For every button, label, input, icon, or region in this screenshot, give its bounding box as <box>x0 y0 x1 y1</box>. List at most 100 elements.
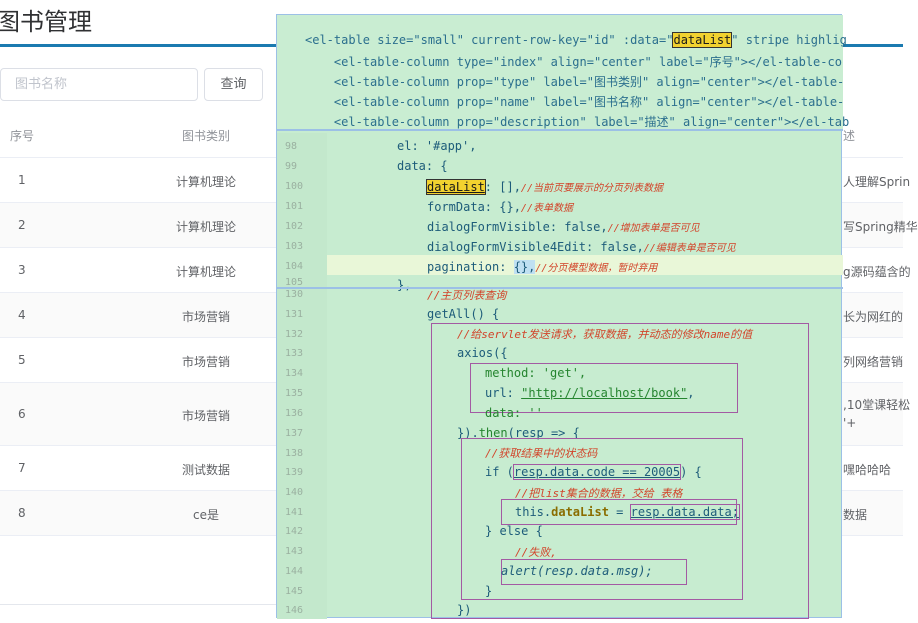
row-description-line2: '+ <box>843 416 857 430</box>
code-line-132: //给servlet发送请求，获取数据，并动态的修改name的值 <box>457 328 753 341</box>
line-number: 141 <box>285 507 304 518</box>
line-number: 133 <box>285 348 304 359</box>
row-index: 8 <box>18 506 26 520</box>
book-name-search-input[interactable]: 图书名称 <box>0 68 198 101</box>
page-title: 图书管理 <box>0 8 92 36</box>
template-line-4: <el-table-column prop="name" label="图书名称… <box>305 95 845 109</box>
code-line-105: }, <box>397 278 412 292</box>
code-line-100-b: : [], <box>484 180 521 194</box>
line-number: 102 <box>285 221 304 232</box>
row-type: 计算机理论 <box>175 220 236 234</box>
datalist-highlight-2: dataList <box>426 179 486 195</box>
query-button[interactable]: 查询 <box>204 68 263 101</box>
line-number: 100 <box>285 181 304 192</box>
row-index: 3 <box>18 263 26 277</box>
row-description: g源码蕴含的 <box>843 265 911 279</box>
template-line-1: <el-table size="small" current-row-key="… <box>305 32 847 48</box>
row-type: 计算机理论 <box>175 175 236 189</box>
row-description: ,10堂课轻松 <box>843 398 911 412</box>
line-number: 98 <box>285 141 298 152</box>
header-description: 述 <box>843 129 856 143</box>
line-number: 101 <box>285 201 304 212</box>
line-number: 138 <box>285 448 304 459</box>
row-index: 4 <box>18 308 26 322</box>
code-line-142: } else { <box>485 524 543 538</box>
code-line-137: }).then(resp => { <box>457 426 580 440</box>
code-line-103: dialogFormVisible4Edit: false,//编辑表单是否可见 <box>427 239 736 254</box>
header-type: 图书类别 <box>181 129 230 143</box>
template-line-1-b: " stripe highlig <box>731 33 847 47</box>
resp-data-data: resp.data.data; <box>629 504 740 520</box>
row-type: 市场营销 <box>181 355 230 369</box>
line-number: 146 <box>285 605 304 616</box>
code-line-99: data: { <box>397 159 448 173</box>
code-line-131: getAll() { <box>427 307 500 321</box>
row-type: 计算机理论 <box>175 265 236 279</box>
code-line-141-a: this. <box>515 505 552 519</box>
status-code-condition: resp.data.code == 20005 <box>512 464 682 480</box>
code-line-101-a: formData: {}, <box>427 200 521 214</box>
code-comment: //分页模型数据，暂时弃用 <box>535 263 658 274</box>
row-description: 数据 <box>843 508 868 522</box>
line-number: 132 <box>285 329 304 340</box>
template-line-2: <el-table-column type="index" align="cen… <box>305 55 842 69</box>
code-line-100: dataList: [],//当前页要展示的分页列表数据 <box>426 179 663 195</box>
row-type: 市场营销 <box>181 409 230 423</box>
code-line-103-a: dialogFormVisible4Edit: false, <box>427 240 644 254</box>
code-line-135: url: "http://localhost/book", <box>485 386 695 400</box>
code-line-137-c: (resp => { <box>507 426 580 440</box>
line-number: 143 <box>285 546 304 557</box>
line-number: 145 <box>285 586 304 597</box>
code-comment: //当前页要展示的分页列表数据 <box>520 183 663 194</box>
current-line-highlight <box>327 255 843 275</box>
code-line-135-a: url: <box>485 386 522 400</box>
line-number: 134 <box>285 368 304 379</box>
row-description: 列网络营销 <box>843 355 904 369</box>
row-description: 长为网红的 <box>843 310 904 324</box>
code-line-102-a: dialogFormVisible: false, <box>427 220 608 234</box>
code-line-140: //把list集合的数据，交给 表格 <box>515 487 683 500</box>
then-keyword: then <box>478 426 508 440</box>
row-description: 人理解Sprin <box>843 175 911 189</box>
code-line-138: //获取结果中的状态码 <box>485 447 598 460</box>
title-divider <box>0 44 280 47</box>
code-line-141: this.dataList = resp.data.data; <box>515 504 740 520</box>
row-type: 市场营销 <box>181 310 230 324</box>
header-index: 序号 <box>10 129 35 143</box>
brace-match: {}, <box>513 260 536 274</box>
row-index: 2 <box>18 218 26 232</box>
line-number: 104 <box>285 261 304 272</box>
code-line-104-a: pagination: <box>427 260 514 274</box>
code-line-139-c: ) { <box>680 465 702 479</box>
row-type: 测试数据 <box>181 463 230 477</box>
code-comment: //增加表单是否可见 <box>607 223 700 234</box>
code-line-139: if (resp.data.code == 20005) { <box>485 464 702 480</box>
code-line-102: dialogFormVisible: false,//增加表单是否可见 <box>427 219 700 234</box>
code-line-145: } <box>485 584 493 598</box>
code-line-137-a: }). <box>457 426 479 440</box>
code-comment: //表单数据 <box>520 203 573 214</box>
line-number-gutter <box>277 133 327 619</box>
code-line-130: //主页列表查询 <box>427 289 507 302</box>
row-description: 嘿哈哈哈 <box>843 463 892 477</box>
code-line-144: alert(resp.data.msg); <box>501 564 653 578</box>
line-number: 135 <box>285 388 304 399</box>
getall-body-box <box>431 323 809 619</box>
datalist-ref: dataList <box>551 505 609 519</box>
line-number: 139 <box>285 467 304 478</box>
table-bottom-divider <box>0 604 280 605</box>
datalist-highlight: dataList <box>672 32 733 48</box>
line-number: 136 <box>285 408 304 419</box>
overlay-split-divider <box>277 287 843 289</box>
row-description: 写Spring精华 <box>843 220 918 234</box>
template-line-1-a: <el-table size="small" current-row-key="… <box>305 33 674 47</box>
line-number: 99 <box>285 161 298 172</box>
row-type: ce是 <box>193 508 219 522</box>
row-index: 5 <box>18 353 26 367</box>
code-line-133: axios({ <box>457 346 508 360</box>
line-number: 130 <box>285 289 304 300</box>
code-line-141-c: = <box>608 505 631 519</box>
then-callback-box <box>461 438 743 600</box>
line-number: 144 <box>285 566 304 577</box>
